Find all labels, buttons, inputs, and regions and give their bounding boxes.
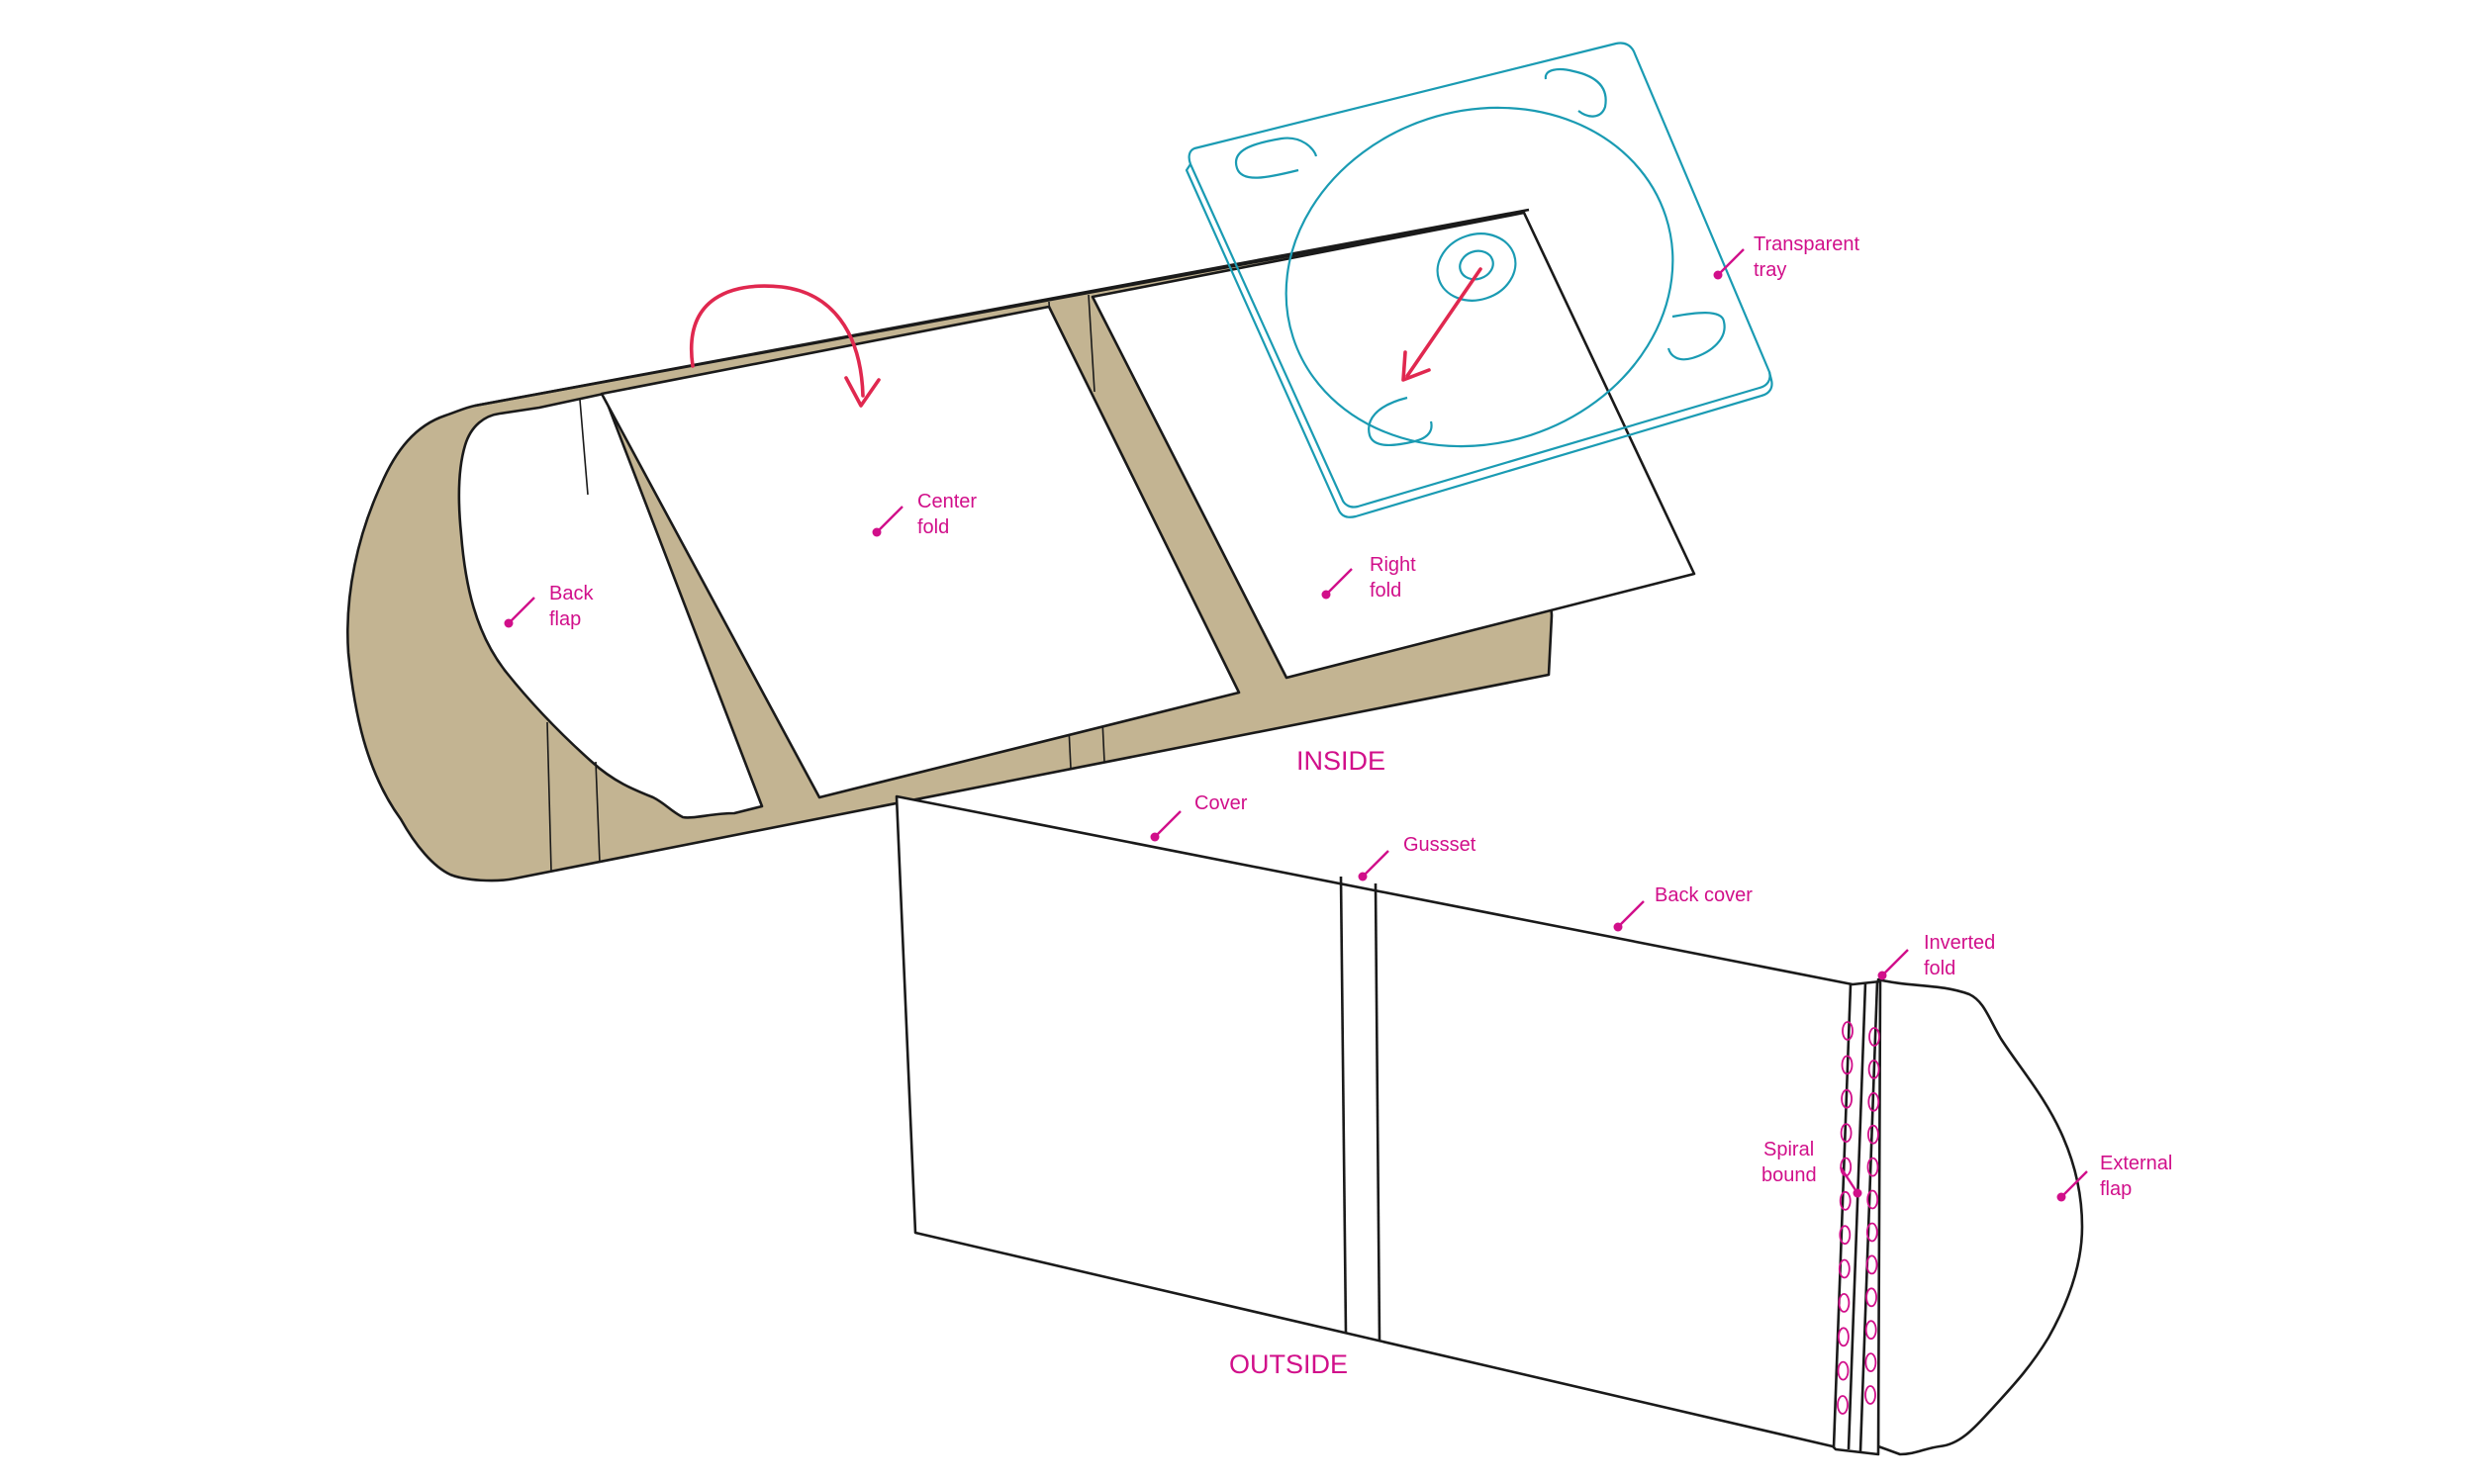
back-flap-panel xyxy=(457,392,764,819)
inside-view xyxy=(346,208,1696,882)
spiral-hole xyxy=(1840,1123,1853,1143)
gusset-line-right xyxy=(1374,882,1381,1343)
label-cover: Cover xyxy=(1150,792,1248,842)
tray-notch-right xyxy=(1666,312,1726,361)
tray-disc-ring xyxy=(1285,106,1674,448)
svg-text:Gussset: Gussset xyxy=(1403,834,1476,856)
gusset-line-left xyxy=(1339,876,1348,1335)
inside-crease-3 xyxy=(595,761,601,864)
spine-line-2 xyxy=(1847,981,1867,1450)
spiral-hole xyxy=(1864,1352,1877,1372)
spiral-hole xyxy=(1864,1320,1877,1341)
label-gusset: Gussset xyxy=(1358,834,1476,881)
outside-sheet xyxy=(895,794,1882,1456)
spiral-hole xyxy=(1864,1385,1876,1405)
spiral-hole xyxy=(1867,1124,1879,1145)
spiral-hole xyxy=(1842,1021,1854,1041)
spiral-hole xyxy=(1866,1189,1879,1210)
external-flap-panel xyxy=(1876,977,2084,1456)
tray-notch-bottom-left xyxy=(1368,396,1433,447)
tray-outline-back xyxy=(1188,42,1771,509)
svg-text:Back cover: Back cover xyxy=(1655,884,1753,906)
outside-view-title: OUTSIDE xyxy=(1229,1349,1348,1379)
fold-direction-arrow xyxy=(689,284,881,408)
inside-crease-2 xyxy=(546,721,552,872)
spiral-hole xyxy=(1841,1055,1854,1075)
spiral-hole xyxy=(1867,1060,1880,1079)
spiral-hole xyxy=(1838,1327,1850,1347)
spiral-hole xyxy=(1868,1027,1880,1047)
inside-view-title: INSIDE xyxy=(1296,746,1385,776)
label-back-cover: Back cover xyxy=(1613,884,1753,932)
spine-line-1 xyxy=(1832,983,1853,1448)
disc-insert-arrow xyxy=(1401,267,1482,382)
inside-crease-5 xyxy=(1088,294,1095,393)
spiral-hole xyxy=(1839,1225,1852,1246)
spiral-hole xyxy=(1838,1258,1851,1279)
spiral-hole xyxy=(1838,1293,1851,1313)
tray-notch-top-left xyxy=(1234,137,1318,179)
spiral-hole xyxy=(1866,1157,1879,1177)
transparent-tray xyxy=(1185,42,1773,518)
spiral-hole xyxy=(1841,1088,1853,1109)
inside-top-edge xyxy=(474,208,1530,408)
tray-hub-inner xyxy=(1459,249,1494,281)
tray-notch-top-right xyxy=(1544,68,1607,118)
center-fold-panel xyxy=(600,305,1241,799)
tray-hub-outer xyxy=(1436,232,1517,302)
spiral-hole xyxy=(1837,1360,1850,1381)
spiral-hole xyxy=(1837,1395,1849,1415)
spiral-hole xyxy=(1865,1222,1878,1243)
inside-crease-1 xyxy=(579,399,589,496)
tray-outline-front xyxy=(1185,163,1773,518)
svg-text:Cover: Cover xyxy=(1194,792,1248,814)
outside-view xyxy=(895,794,2084,1456)
spiral-binding-holes xyxy=(1837,1021,1880,1415)
spiral-hole xyxy=(1865,1287,1877,1308)
spiral-hole xyxy=(1867,1091,1880,1112)
spiral-hole xyxy=(1865,1254,1878,1275)
spiral-hole xyxy=(1839,1190,1852,1211)
